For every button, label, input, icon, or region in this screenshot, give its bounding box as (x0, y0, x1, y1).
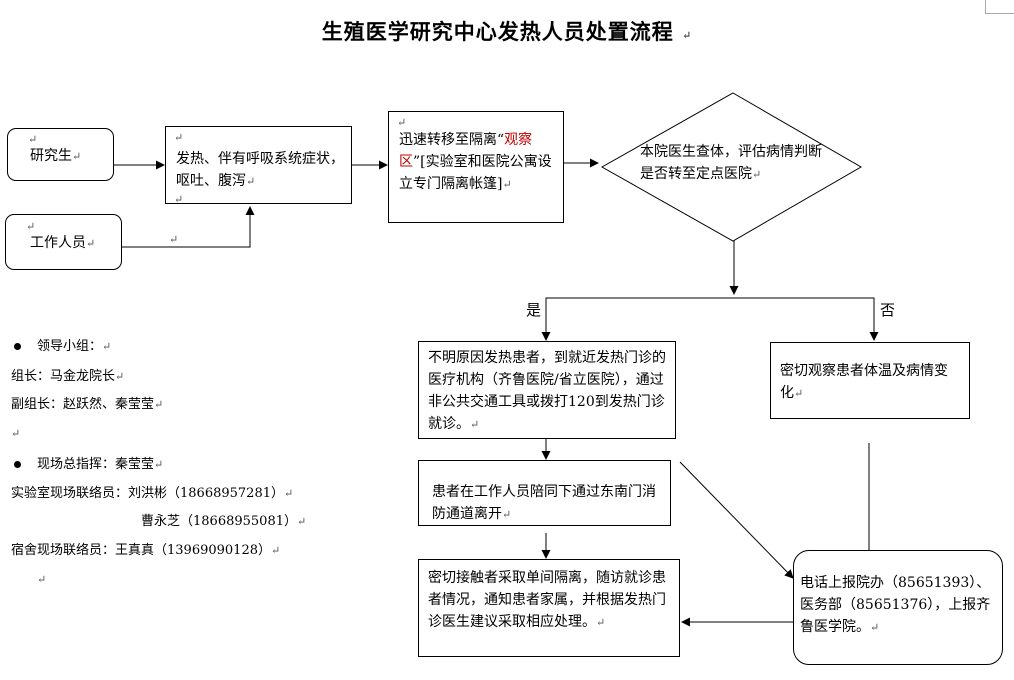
isolation-text-suffix: ”[实验室和医院公寓设立专门隔离帐篷] (399, 154, 552, 192)
paragraph-mark: ↵ (682, 29, 693, 42)
paragraph-mark: ↵ (86, 237, 96, 250)
report-node: 电话上报院办（85651393）、医务部（85651376），上报齐鲁医学院。↵ (793, 550, 1003, 665)
paragraph-mark: ↵ (154, 398, 164, 411)
branch-yes-label: 是 (526, 301, 542, 319)
isolation-node: ↵ 迅速转移至隔离“观察区”[实验室和医院公寓设立专门隔离帐篷]↵ (388, 111, 564, 223)
no-action-text: 密切观察患者体温及病情变化 (780, 363, 948, 401)
assessment-node: 本院医生查体，评估病情判断是否转至定点医院↵ (640, 141, 826, 186)
contacts-text: 密切接触者采取单间隔离，随访就诊患者情况，通知患者家属，并根据发热门诊医生建议采… (428, 570, 666, 630)
lab-contact-line-1: 实验室现场联络员：刘洪彬（18668957281）↵ (11, 486, 294, 501)
yes-action-text: 不明原因发热患者，到就近发热门诊的医疗机构（齐鲁医院/省立医院），通过非公共交通… (428, 350, 666, 432)
page-title: 生殖医学研究中心发热人员处置流程 ↵ (321, 19, 693, 44)
paragraph-mark: ↵ (296, 515, 307, 528)
dorm-contact-line: 宿舍现场联络员：王真真（13969090128）↵ (11, 543, 281, 558)
branch-bar (545, 297, 875, 340)
paragraph-mark: ↵ (502, 178, 512, 191)
isolation-text-prefix: 迅速转移至隔离“ (399, 132, 505, 148)
paragraph-mark: ↵ (28, 133, 38, 146)
paragraph-mark: ↵ (72, 150, 82, 163)
page-corner-marker (985, 0, 1014, 14)
paragraph-mark: ↵ (174, 193, 184, 206)
arrow-escort-to-report (679, 461, 794, 579)
paragraph-mark: ↵ (174, 131, 184, 144)
paragraph-mark: ↵ (102, 340, 112, 353)
paragraph-mark: ↵ (397, 116, 407, 129)
paragraph-mark: ↵ (502, 508, 512, 521)
paragraph-mark: ↵ (794, 387, 804, 400)
contacts-node: 密切接触者采取单间隔离，随访就诊患者情况，通知患者家属，并根据发热门诊医生建议采… (418, 559, 680, 657)
branch-no-label: 否 (880, 301, 896, 319)
escort-node: 患者在工作人员陪同下通过东南门消防通道离开↵ (418, 460, 671, 526)
paragraph-mark: ↵ (270, 544, 281, 557)
paragraph-mark: ↵ (596, 616, 606, 629)
student-node: ↵ 研究生↵ (7, 128, 114, 181)
staff-node: ↵ 工作人员↵ (5, 214, 122, 270)
yes-action-node: 不明原因发热患者，到就近发热门诊的医疗机构（齐鲁医院/省立医院），通过非公共交通… (418, 341, 676, 439)
paragraph-mark: ↵ (115, 370, 125, 383)
escort-text: 患者在工作人员陪同下通过东南门消防通道离开 (432, 484, 656, 522)
paragraph-mark: ↵ (37, 573, 47, 586)
isolation-area-highlight: 观察区 (399, 132, 533, 170)
paragraph-mark: ↵ (169, 233, 179, 246)
assessment-text: 本院医生查体，评估病情判断是否转至定点医院 (640, 144, 822, 182)
bullet-icon (14, 461, 21, 468)
deputy-line: 副组长：赵跃然、秦莹莹↵ (11, 397, 164, 412)
bullet-icon (14, 343, 21, 350)
paragraph-mark: ↵ (870, 621, 880, 634)
paragraph-mark: ↵ (752, 168, 762, 181)
arrow-staff-to-symptoms (121, 206, 255, 248)
symptoms-node: ↵ 发热、伴有呼吸系统症状， 呕吐、腹泻↵ ↵ (165, 126, 352, 206)
paragraph-mark: ↵ (26, 220, 36, 233)
site-commander-line: 现场总指挥：秦莹莹↵ (37, 457, 164, 472)
paragraph-mark: ↵ (470, 418, 480, 431)
paragraph-mark: ↵ (154, 458, 164, 471)
symptoms-text: 发热、伴有呼吸系统症状， 呕吐、腹泻 (176, 151, 344, 189)
report-text: 电话上报院办（85651393）、医务部（85651376），上报齐鲁医学院。 (800, 575, 991, 635)
paragraph-mark: ↵ (246, 175, 256, 188)
leader-line: 组长：马金龙院长↵ (11, 369, 125, 384)
student-label: 研究生 (30, 148, 72, 164)
staff-label: 工作人员 (30, 235, 86, 251)
assessment-diamond (600, 92, 862, 242)
lab-contact-line-2: 曹永芝（18668955081）↵ (141, 514, 307, 529)
no-action-node: 密切观察患者体温及病情变化↵ (770, 342, 970, 419)
paragraph-mark: ↵ (283, 487, 294, 500)
leadership-heading: 领导小组：↵ (37, 339, 112, 354)
paragraph-mark: ↵ (11, 427, 21, 440)
